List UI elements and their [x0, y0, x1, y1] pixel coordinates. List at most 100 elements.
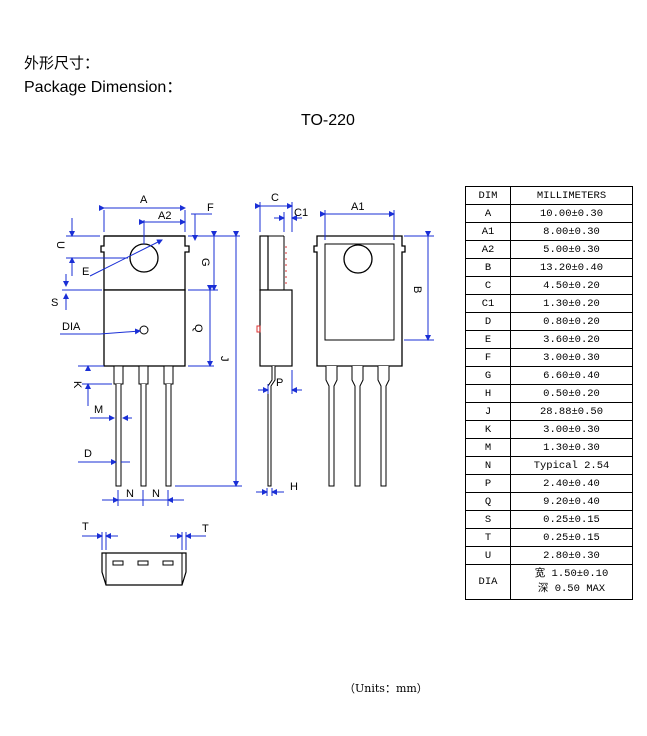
header-millimeters: MILLIMETERS: [510, 186, 633, 205]
dia-width-value: 宽 1.50±0.10: [534, 568, 609, 580]
side-view: C C1 P H: [255, 192, 308, 496]
units-note: （Units：mm）: [344, 682, 428, 695]
header-dim: DIM: [465, 186, 511, 205]
table-cell-value: 6.60±0.40: [510, 366, 633, 385]
label-N-2: N: [152, 488, 160, 500]
table-cell-value: 10.00±0.30: [510, 204, 633, 223]
table-cell-value: 3.00±0.30: [510, 420, 633, 439]
table-cell-dim: Q: [465, 492, 511, 511]
label-K: K: [71, 381, 83, 389]
label-C: C: [271, 192, 279, 204]
dia-depth-value: 深 0.50 MAX: [537, 583, 606, 595]
table-cell-value: 5.00±0.30: [510, 240, 633, 259]
table-cell-dim: A1: [465, 222, 511, 241]
table-cell-value: Typical 2.54: [510, 456, 633, 475]
table-cell-value: 2.80±0.30: [510, 546, 633, 565]
label-J: J: [218, 356, 230, 362]
label-A: A: [140, 194, 148, 206]
table-cell-dim: B: [465, 258, 511, 277]
label-T-right: T: [202, 523, 209, 535]
table-cell-value: 0.50±0.20: [510, 384, 633, 403]
table-cell-value: 0.25±0.15: [510, 510, 633, 529]
label-N-1: N: [126, 488, 134, 500]
table-cell-value: 4.50±0.20: [510, 276, 633, 295]
table-cell-dim: U: [465, 546, 511, 565]
label-F: F: [207, 202, 214, 214]
table-cell-value: 宽 1.50±0.10 深 0.50 MAX: [510, 564, 633, 600]
table-cell-value: 8.00±0.30: [510, 222, 633, 241]
bottom-view: T T: [82, 521, 209, 586]
table-cell-dim: DIA: [465, 564, 511, 600]
table-cell-dim: A: [465, 204, 511, 223]
mounting-hole: [129, 243, 159, 273]
label-A2: A2: [158, 210, 171, 222]
table-cell-dim: N: [465, 456, 511, 475]
table-header-row: DIM MILLIMETERS: [465, 186, 633, 205]
table-cell-value: 13.20±0.40: [510, 258, 633, 277]
table-cell-value: 3.00±0.30: [510, 348, 633, 367]
table-cell-value: 1.30±0.30: [510, 438, 633, 457]
label-B: B: [411, 286, 423, 293]
table-cell-value: 0.80±0.20: [510, 312, 633, 331]
table-cell-dim: S: [465, 510, 511, 529]
label-G: G: [199, 258, 211, 267]
back-view: A1 B: [313, 201, 434, 487]
table-cell-dim: C1: [465, 294, 511, 313]
label-T-left: T: [82, 521, 89, 533]
label-DIA: DIA: [62, 321, 81, 333]
table-row-dia: DIA 宽 1.50±0.10 深 0.50 MAX: [465, 564, 633, 600]
table-cell-dim: T: [465, 528, 511, 547]
heading-chinese: 外形尺寸：: [24, 55, 100, 72]
label-Q: Q: [192, 324, 204, 333]
table-cell-value: 2.40±0.40: [510, 474, 633, 493]
table-cell-value: 9.20±0.40: [510, 492, 633, 511]
table-cell-value: 0.25±0.15: [510, 528, 633, 547]
table-cell-dim: P: [465, 474, 511, 493]
heading-english: Package Dimension：: [24, 79, 183, 96]
package-name: TO-220: [301, 112, 355, 129]
table-cell-dim: E: [465, 330, 511, 349]
table-cell-dim: K: [465, 420, 511, 439]
label-A1: A1: [351, 201, 364, 213]
table-cell-value: 28.88±0.50: [510, 402, 633, 421]
label-E: E: [82, 266, 89, 278]
table-cell-value: 1.30±0.20: [510, 294, 633, 313]
label-C1: C1: [294, 207, 308, 219]
table-cell-dim: J: [465, 402, 511, 421]
table-cell-dim: C: [465, 276, 511, 295]
label-H: H: [290, 481, 298, 493]
table-cell-dim: M: [465, 438, 511, 457]
table-cell-dim: F: [465, 348, 511, 367]
table-cell-value: 3.60±0.20: [510, 330, 633, 349]
table-cell-dim: A2: [465, 240, 511, 259]
label-M: M: [94, 404, 103, 416]
table-cell-dim: D: [465, 312, 511, 331]
front-view: A A2 F G Q J U E S: [51, 194, 242, 506]
table-cell-dim: H: [465, 384, 511, 403]
label-S: S: [51, 297, 58, 309]
label-D: D: [84, 448, 92, 460]
